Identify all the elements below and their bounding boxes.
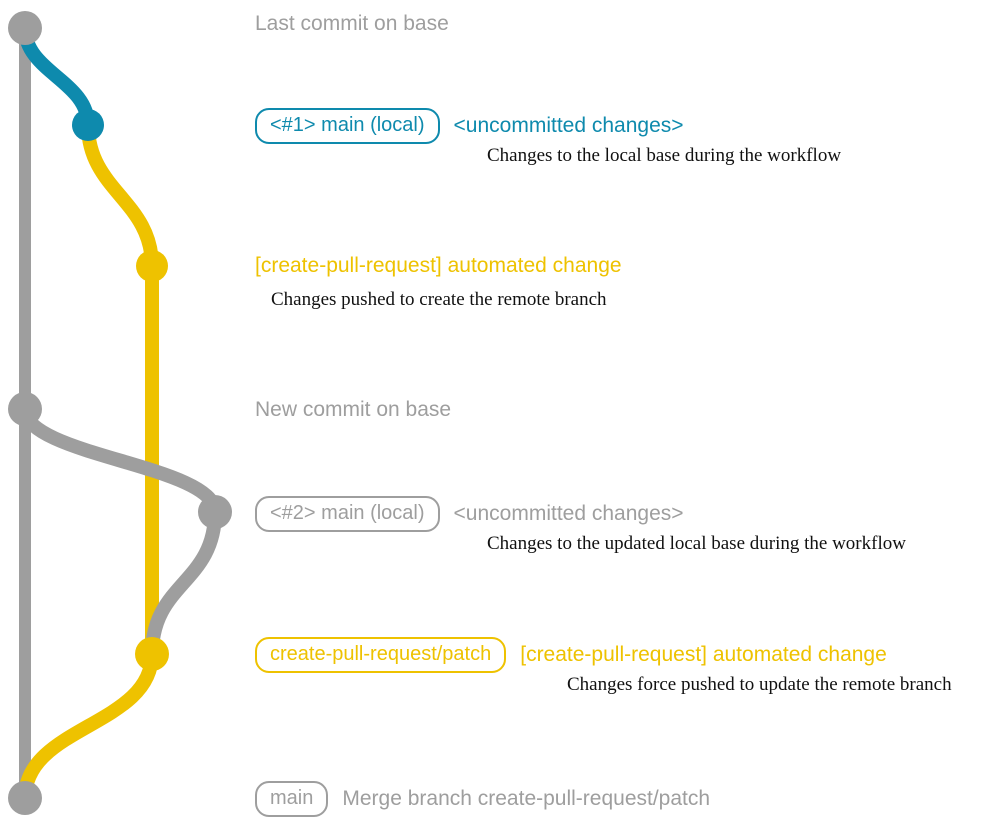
commit-description-local-change-1: Changes to the local base during the wor…	[487, 145, 842, 166]
commit-row-merge-commit: main Merge branch create-pull-request/pa…	[255, 781, 710, 817]
commit-row-remote-change-1: [create-pull-request] automated change	[255, 254, 622, 277]
edge-base-new-to-local-2	[18, 402, 222, 519]
commit-node-base-last[interactable]	[8, 11, 42, 45]
commit-message-local-change-1: <uncommitted changes>	[453, 114, 684, 138]
commit-node-local-1[interactable]	[72, 109, 104, 141]
edge-local-1-to-remote-1	[81, 118, 159, 273]
commit-message-remote-change-1: [create-pull-request] automated change	[255, 254, 622, 277]
section-label-last-commit-on-base: Last commit on base	[255, 12, 449, 35]
commit-message-local-change-2: <uncommitted changes>	[453, 502, 684, 526]
branch-pill-main[interactable]: main	[255, 781, 329, 817]
commit-node-base-merge[interactable]	[8, 781, 42, 815]
branch-pill-main-local-1[interactable]: <#1> main (local)	[255, 108, 440, 144]
section-label-new-commit-on-base: New commit on base	[255, 398, 452, 421]
commit-description-remote-change-1: Changes pushed to create the remote bran…	[271, 289, 607, 310]
commit-node-remote-1[interactable]	[136, 250, 168, 282]
commit-row-local-change-1: <#1> main (local) <uncommitted changes>	[255, 108, 684, 144]
commit-description-remote-change-2: Changes force pushed to update the remot…	[567, 674, 952, 695]
commit-node-base-new[interactable]	[8, 392, 42, 426]
branch-pill-main-local-2[interactable]: <#2> main (local)	[255, 496, 440, 532]
branch-pill-create-pull-request-patch[interactable]: create-pull-request/patch	[255, 637, 507, 673]
commit-row-local-change-2: <#2> main (local) <uncommitted changes>	[255, 496, 684, 532]
commit-description-local-change-2: Changes to the updated local base during…	[487, 533, 906, 554]
commit-node-remote-2[interactable]	[135, 637, 169, 671]
graph-nodes	[8, 11, 232, 815]
edge-local-2-to-remote-2	[145, 505, 222, 661]
commit-node-local-2[interactable]	[198, 495, 232, 529]
commit-message-remote-change-2: [create-pull-request] automated change	[520, 643, 887, 667]
edge-remote-2-to-base-merge	[18, 647, 159, 805]
commit-message-merge-commit: Merge branch create-pull-request/patch	[342, 787, 711, 811]
commit-row-remote-change-2: create-pull-request/patch [create-pull-r…	[255, 637, 887, 673]
